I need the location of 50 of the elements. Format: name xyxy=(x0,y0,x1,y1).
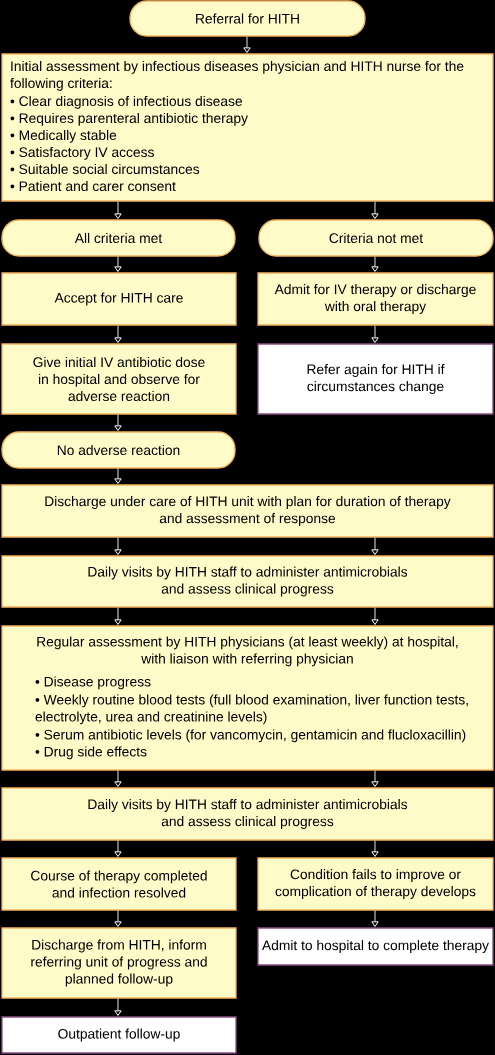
arrow xyxy=(371,537,379,555)
rounded-box: Referral for HITH xyxy=(129,0,366,37)
arrow xyxy=(114,770,122,787)
process-box: Admit for IV therapy or discharge with oral therapy xyxy=(257,272,494,326)
arrow xyxy=(371,770,379,787)
list-item: • Drug side effects xyxy=(35,746,147,760)
arrow xyxy=(371,910,379,927)
arrow xyxy=(371,256,379,272)
process-box: Discharge under care of HITH unit with plan for duration of therapy and assessment of response xyxy=(1,484,494,538)
list-item: • Patient and carer consent xyxy=(10,180,176,192)
arrow xyxy=(114,998,122,1016)
arrow xyxy=(371,840,379,857)
process-box: Course of therapy completed and infection resolved xyxy=(1,857,237,911)
arrow xyxy=(114,201,122,219)
arrow xyxy=(114,468,122,484)
rounded-box: All criteria met xyxy=(1,219,236,257)
arrow xyxy=(114,607,122,625)
rounded-box: Criteria not met xyxy=(258,219,494,257)
list-item: • Weekly routine blood tests (full blood examination, liver function tests, electrolyte, urea and creatinine levels) xyxy=(35,694,468,725)
list-item: • Satisfactory IV access xyxy=(10,146,154,160)
list-item: • Clear diagnosis of infectious disease xyxy=(10,95,242,109)
arrow xyxy=(114,910,122,927)
arrow xyxy=(114,840,122,857)
list-item: • Medically stable xyxy=(10,129,117,143)
arrow xyxy=(243,36,251,53)
list-item: • Disease progress xyxy=(35,676,151,690)
arrow xyxy=(114,414,122,431)
rounded-box: No adverse reaction xyxy=(1,431,236,469)
arrow xyxy=(371,201,379,219)
list-item: • Suitable social circumstances xyxy=(10,163,200,175)
arrow xyxy=(371,607,379,625)
process-box xyxy=(1,625,494,771)
outcome-box: Refer again for HITH if circumstances change xyxy=(257,343,494,415)
arrow xyxy=(114,325,122,343)
process-box: Accept for HITH care xyxy=(1,272,237,326)
list-item: • Serum antibiotic levels (for vancomycin, gentamicin and flucloxacillin) xyxy=(35,729,466,743)
process-box: Daily visits by HITH staff to administer antimicrobials and assess clinical progress xyxy=(1,555,494,608)
heading-text: Regular assessment by HITH physicians (at least weekly) at hospital, with liaison with referring physician xyxy=(37,636,458,667)
list-item: • Requires parenteral antibiotic therapy xyxy=(10,112,248,126)
arrow xyxy=(371,325,379,343)
process-box: Condition fails to improve or complication of therapy develops xyxy=(257,857,494,911)
process-box: Give initial IV antibiotic dose in hospital and observe for adverse reaction xyxy=(1,343,237,415)
process-box xyxy=(1,53,494,202)
arrow xyxy=(114,537,122,555)
outcome-box: Outpatient follow-up xyxy=(1,1016,237,1054)
process-box: Daily visits by HITH staff to administer antimicrobials and assess clinical progress xyxy=(1,787,494,841)
outcome-box: Admit to hospital to complete therapy xyxy=(257,927,494,966)
process-box: Discharge from HITH, inform referring unit of progress and planned follow-up xyxy=(1,927,237,999)
heading-text: Initial assessment by infectious diseases physician and HITH nurse for the following criteria: xyxy=(10,60,464,91)
arrow xyxy=(114,256,122,272)
